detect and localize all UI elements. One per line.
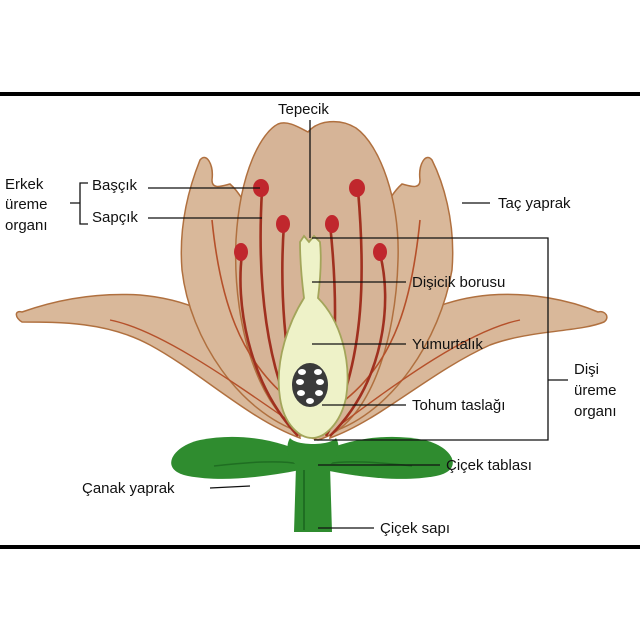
petal-vein [339, 319, 521, 426]
filament [239, 253, 299, 437]
label-disi-line3: organı [574, 403, 617, 420]
stem [294, 466, 332, 532]
anther [276, 215, 290, 233]
ovule [298, 369, 306, 375]
label-cicek-tablasi: Çiçek tablası [446, 457, 532, 474]
label-disi-line2: üreme [574, 382, 617, 399]
label-canak-yaprak: Çanak yaprak [82, 480, 175, 497]
ovule [315, 390, 323, 396]
anther [325, 215, 339, 233]
label-erkek-line1: Erkek [5, 176, 44, 193]
left-sepal [171, 436, 312, 479]
ovule [306, 398, 314, 404]
right-sepal [312, 436, 453, 479]
label-tepecik: Tepecik [278, 101, 329, 118]
label-sapcik: Sapçık [92, 209, 138, 226]
anther [234, 243, 248, 261]
label-erkek-line3: organı [5, 217, 48, 234]
anther [349, 179, 365, 197]
label-bascik: Başçık [92, 177, 138, 194]
anther [373, 243, 387, 261]
label-tohum-taslagi: Tohum taslağı [412, 397, 505, 414]
filament [329, 253, 387, 437]
label-tac-yaprak: Taç yaprak [498, 195, 571, 212]
petal-vein [109, 319, 296, 426]
petal-vein [344, 219, 421, 401]
label-erkek-line2: üreme [5, 196, 48, 213]
disi-bracket [312, 237, 568, 441]
canak-yaprak-leader [209, 485, 251, 489]
anther [253, 179, 269, 197]
label-disi-line1: Dişi [574, 361, 599, 378]
ovules [296, 369, 324, 404]
petal-vein [211, 219, 291, 401]
ovule [314, 369, 322, 375]
erkek-bracket [70, 182, 88, 225]
label-disicik-borusu: Dişicik borusu [412, 274, 505, 291]
label-cicek-sapi: Çiçek sapı [380, 520, 450, 537]
ovule [297, 390, 305, 396]
sepal-shadow [213, 461, 301, 467]
ovule [316, 379, 324, 385]
receptacle [287, 438, 339, 472]
label-yumurtalik: Yumurtalık [412, 336, 483, 353]
ovule [296, 379, 304, 385]
